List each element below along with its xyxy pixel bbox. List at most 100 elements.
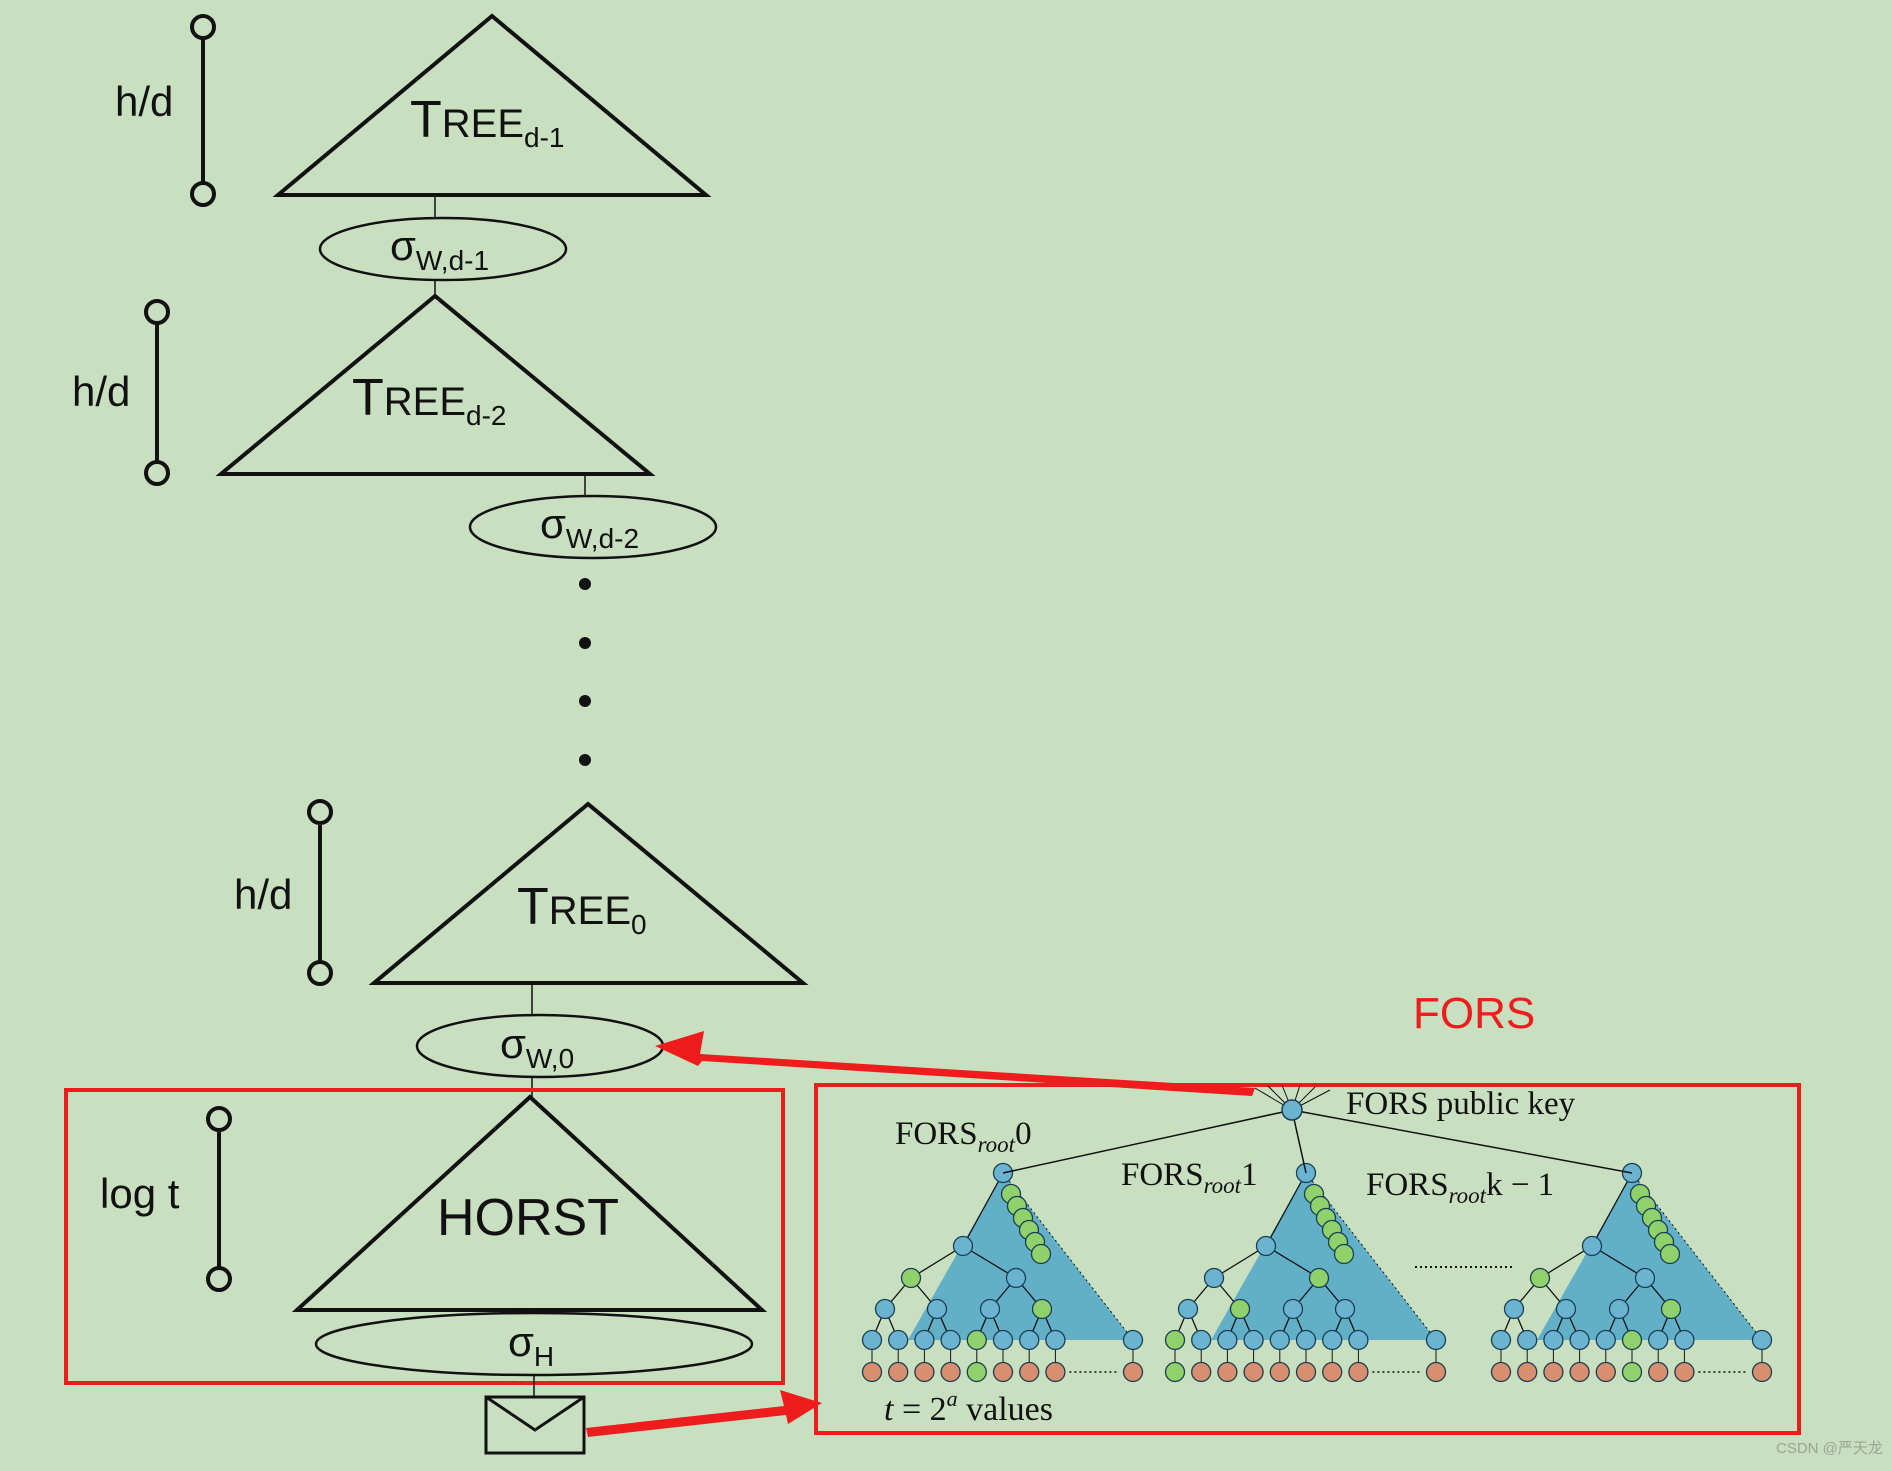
fors-public-key-node xyxy=(1281,1099,1303,1121)
height-bracket xyxy=(144,299,170,486)
fors-tree-node xyxy=(1282,1298,1304,1320)
fors-leaf-node xyxy=(1243,1329,1264,1351)
fors-tree-node xyxy=(1581,1235,1603,1257)
tree-layer-d-2: TREEd-2 h/d σW,d-2 xyxy=(72,293,718,560)
fors-value-node xyxy=(1164,1361,1186,1383)
height-label: log t xyxy=(100,1170,180,1217)
fors-leaf-node xyxy=(1045,1329,1066,1351)
horst-highlight-box xyxy=(64,1088,785,1385)
fors-value-node xyxy=(940,1361,961,1383)
fors-leaf-node xyxy=(1648,1329,1669,1351)
fors-leaf-node xyxy=(1543,1329,1564,1351)
signature-label: σW,0 xyxy=(500,1020,574,1074)
fors-value-node xyxy=(1191,1361,1212,1383)
fors-leaf-node xyxy=(1019,1329,1040,1351)
signature-label: σW,d-2 xyxy=(540,500,639,554)
fors-leaf-node xyxy=(1122,1329,1144,1351)
height-label: h/d xyxy=(234,871,292,918)
fors-leaf-node xyxy=(1269,1329,1290,1351)
fors-value-node xyxy=(1621,1361,1643,1383)
fors-tree-node xyxy=(1555,1298,1577,1320)
tree-label: TREEd-2 xyxy=(352,369,506,431)
fors-root-label-1: FORSroot1 xyxy=(1121,1157,1258,1198)
fors-tree-node xyxy=(926,1298,948,1320)
fors-root-label-k-1: FORSrootk − 1 xyxy=(1366,1167,1554,1208)
fors-value-node xyxy=(992,1361,1014,1383)
fors-value-node xyxy=(1517,1361,1538,1383)
fors-value-node xyxy=(888,1361,909,1383)
horst-triangle xyxy=(291,1094,768,1312)
arrow-message-to-fors xyxy=(586,1390,822,1437)
height-bracket xyxy=(307,799,333,986)
fors-auth-node xyxy=(1659,1243,1681,1265)
fors-leaf-node xyxy=(888,1329,909,1351)
red-arrows xyxy=(586,1031,1255,1437)
fors-values-label: t = 2a values xyxy=(884,1386,1053,1428)
signature-ellipse xyxy=(318,216,568,282)
fors-leaf-node xyxy=(1295,1329,1317,1351)
fors-tree-node xyxy=(979,1298,1001,1320)
fors-value-node xyxy=(1490,1361,1512,1383)
fors-leaf-node xyxy=(1191,1329,1212,1351)
fors-value-node xyxy=(1122,1361,1144,1383)
fors-value-node xyxy=(1348,1361,1369,1383)
fors-tree-node xyxy=(1529,1267,1551,1289)
fors-leaf-node xyxy=(966,1329,987,1351)
tree-triangle xyxy=(368,801,809,985)
fors-value-node xyxy=(1045,1361,1066,1383)
fors-value-node xyxy=(966,1361,987,1383)
signature-ellipse xyxy=(468,494,718,560)
tree-label: TREE0 xyxy=(517,878,647,940)
fors-tree-node xyxy=(1308,1267,1330,1289)
fors-tree-node xyxy=(1177,1298,1199,1320)
fors-leaf-node xyxy=(1348,1329,1369,1351)
fors-value-node xyxy=(1543,1361,1564,1383)
fors-leaf-node xyxy=(914,1329,935,1351)
horst-label: HORST xyxy=(437,1189,619,1247)
fors-leaf-node xyxy=(1595,1329,1616,1351)
fors-value-node xyxy=(1295,1361,1317,1383)
fors-value-node xyxy=(1648,1361,1669,1383)
fors-leaf-node xyxy=(940,1329,961,1351)
fors-value-node xyxy=(1595,1361,1616,1383)
fors-leaf-node xyxy=(1490,1329,1512,1351)
fors-leaf-node xyxy=(1621,1329,1643,1351)
fors-leaf-node xyxy=(1674,1329,1695,1351)
fors-value-node xyxy=(1019,1361,1040,1383)
fors-tree-shape xyxy=(908,1173,1133,1340)
tree-layer-d-1: TREEd-1 h/d σW,d-1 xyxy=(115,13,712,296)
ellipsis-dots xyxy=(579,578,591,766)
fors-leaf-node xyxy=(1569,1329,1590,1351)
tree-label: TREEd-1 xyxy=(410,91,564,153)
fors-title: FORS xyxy=(1413,989,1535,1038)
fors-public-key-label: FORS public key xyxy=(1346,1086,1576,1122)
fors-leaf-node xyxy=(1751,1329,1773,1351)
fors-value-node xyxy=(1569,1361,1590,1383)
fors-value-node xyxy=(861,1361,883,1383)
fors-value-node xyxy=(1243,1361,1264,1383)
height-label: h/d xyxy=(72,368,130,415)
tree-layer-0: TREE0 h/d σW,0 xyxy=(234,799,809,1097)
fors-tree-node xyxy=(1503,1298,1525,1320)
height-bracket xyxy=(206,1106,232,1292)
fors-auth-node xyxy=(1333,1243,1355,1265)
fors-tree-node xyxy=(1634,1267,1656,1289)
height-bracket xyxy=(190,14,216,207)
fors-tree-node xyxy=(1608,1298,1630,1320)
fors-tree-shape xyxy=(1537,1173,1762,1340)
fors-leaf-node xyxy=(1164,1329,1186,1351)
fors-tree-shape xyxy=(1211,1173,1436,1340)
height-label: h/d xyxy=(115,78,173,125)
fors-value-node xyxy=(1269,1361,1290,1383)
fors-leaf-node xyxy=(861,1329,883,1351)
fors-leaf-node xyxy=(992,1329,1014,1351)
horst-section: HORST log t σH xyxy=(64,1088,785,1397)
envelope-icon xyxy=(484,1395,586,1455)
fors-tree-node xyxy=(900,1267,922,1289)
fors-leaf-node xyxy=(1217,1329,1238,1351)
fors-value-node xyxy=(914,1361,935,1383)
signature-label: σW,d-1 xyxy=(390,222,489,276)
fors-tree-node xyxy=(1203,1267,1225,1289)
